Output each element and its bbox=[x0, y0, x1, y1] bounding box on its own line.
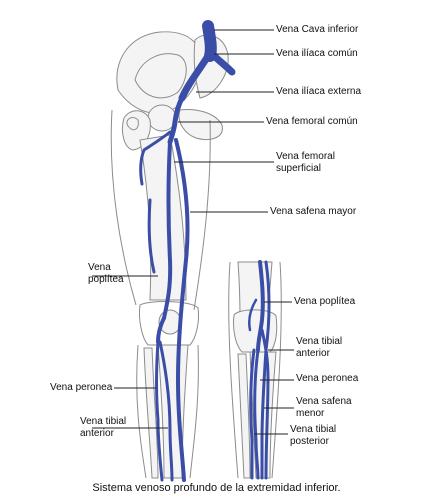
inset-fibula bbox=[237, 353, 251, 479]
label-vena-tibial-anterior-left-line1: Vena tibial bbox=[80, 416, 127, 427]
leader-lines bbox=[92, 29, 294, 435]
label-vena-safena-menor-line1: Vena safena bbox=[296, 396, 352, 407]
vena-cava-branch bbox=[206, 48, 236, 76]
label-vena-tibial-posterior-line2: posterior bbox=[290, 436, 329, 447]
pelvis-inner bbox=[134, 53, 187, 99]
label-vena-peronea-left: Vena peronea bbox=[50, 382, 113, 393]
thigh-outline bbox=[110, 109, 211, 311]
main-leg-bones bbox=[110, 31, 229, 479]
knee-joint bbox=[139, 301, 199, 346]
inset-vena-peronea-vessel bbox=[253, 348, 260, 480]
inset-vena-tibial-posterior-vessel bbox=[249, 348, 256, 480]
label-vena-safena-mayor: Vena safena mayor bbox=[270, 206, 357, 217]
pubis bbox=[178, 109, 223, 140]
fibula bbox=[143, 347, 159, 479]
thigh-branch bbox=[147, 198, 156, 274]
inset-small-branch bbox=[248, 298, 258, 332]
hip-fragment bbox=[126, 117, 139, 131]
circumflex-branch bbox=[139, 130, 172, 186]
vena-tibial-anterior-vessel bbox=[158, 340, 174, 482]
iliac-wing bbox=[116, 31, 202, 114]
label-vena-iliaca-externa: Vena ilíaca externa bbox=[276, 86, 362, 97]
label-vena-tibial-anterior-right-line2: anterior bbox=[296, 348, 330, 359]
label-vena-femoral-superficial-line1: Vena femoral bbox=[276, 151, 335, 162]
label-vena-poplitea-left-line2: poplítea bbox=[88, 274, 124, 285]
vena-safena-mayor-vessel bbox=[174, 138, 190, 482]
label-vena-cava-inferior: Vena Cava inferior bbox=[276, 24, 359, 35]
label-vena-safena-menor-line2: menor bbox=[296, 408, 325, 419]
figure-caption: Sistema venoso profundo de la extremidad… bbox=[92, 482, 341, 494]
label-vena-poplitea-left-line1: Vena bbox=[88, 262, 111, 273]
label-vena-femoral-comun: Vena femoral común bbox=[266, 116, 358, 127]
label-vena-tibial-anterior-right-line1: Vena tibial bbox=[296, 336, 343, 347]
inset-vena-poplitea-vessel bbox=[256, 260, 265, 352]
lower-leg-outline bbox=[136, 344, 199, 479]
label-vena-femoral-superficial-line2: superficial bbox=[276, 163, 322, 174]
label-vena-tibial-anterior-left-line2: anterior bbox=[80, 428, 114, 439]
label-vena-peronea-right: Vena peronea bbox=[296, 373, 359, 384]
vena-peronea-vessel bbox=[155, 340, 164, 482]
label-vena-tibial-posterior-line1: Vena tibial bbox=[290, 424, 337, 435]
inset-outline bbox=[228, 261, 282, 479]
main-leg-veins bbox=[139, 20, 236, 482]
vena-femoral-superficial-vessel bbox=[162, 140, 173, 320]
label-vena-poplitea-right: Vena poplítea bbox=[294, 296, 356, 307]
vena-iliaca-comun-vessel bbox=[178, 52, 212, 102]
vena-poplitea-vessel bbox=[156, 316, 166, 344]
label-vena-iliaca-comun: Vena ilíaca común bbox=[276, 48, 358, 59]
